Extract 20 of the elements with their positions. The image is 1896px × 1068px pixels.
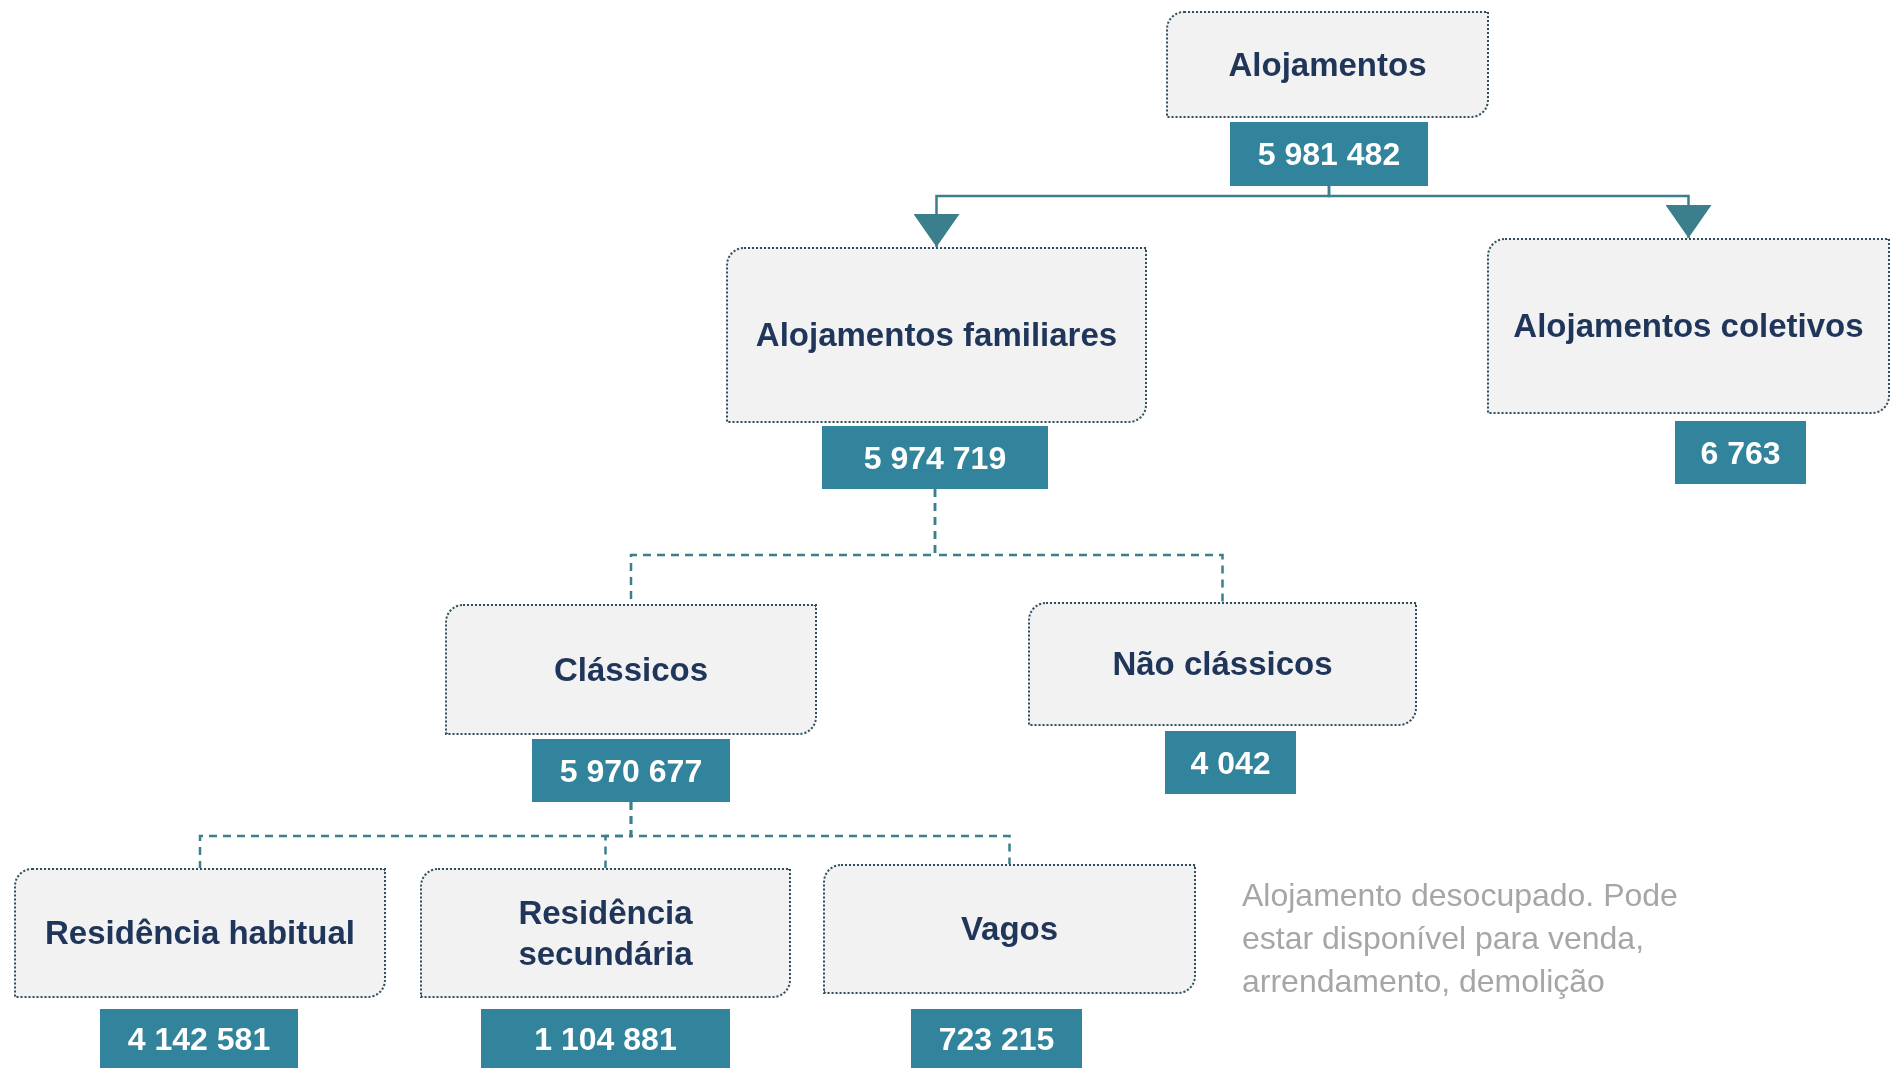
dashed-connector	[629, 802, 1011, 864]
category-box: Clássicos	[445, 604, 817, 735]
count-box: 5 970 677	[532, 739, 730, 802]
category-box: Vagos	[823, 864, 1196, 994]
count-box: 5 981 482	[1230, 122, 1428, 186]
category-box: Residência secundária	[420, 868, 791, 998]
count-box: 1 104 881	[481, 1009, 730, 1068]
count-box: 4 142 581	[100, 1009, 298, 1068]
count-box: 6 763	[1675, 421, 1806, 484]
dashed-connector	[933, 489, 1224, 602]
note-text: Alojamento desocupado. Pode estar disponível para venda, arrendamento, demolição	[1242, 876, 1679, 1002]
category-box: Alojamentos coletivos	[1487, 238, 1890, 414]
count-box: 723 215	[911, 1009, 1082, 1068]
count-box: 5 974 719	[822, 426, 1048, 489]
count-box: 4 042	[1165, 731, 1296, 794]
category-box: Não clássicos	[1028, 602, 1417, 726]
category-box: Alojamentos familiares	[726, 247, 1147, 423]
category-box: Residência habitual	[14, 868, 386, 998]
arrow	[1327, 186, 1712, 238]
category-box: Alojamentos	[1166, 11, 1489, 118]
